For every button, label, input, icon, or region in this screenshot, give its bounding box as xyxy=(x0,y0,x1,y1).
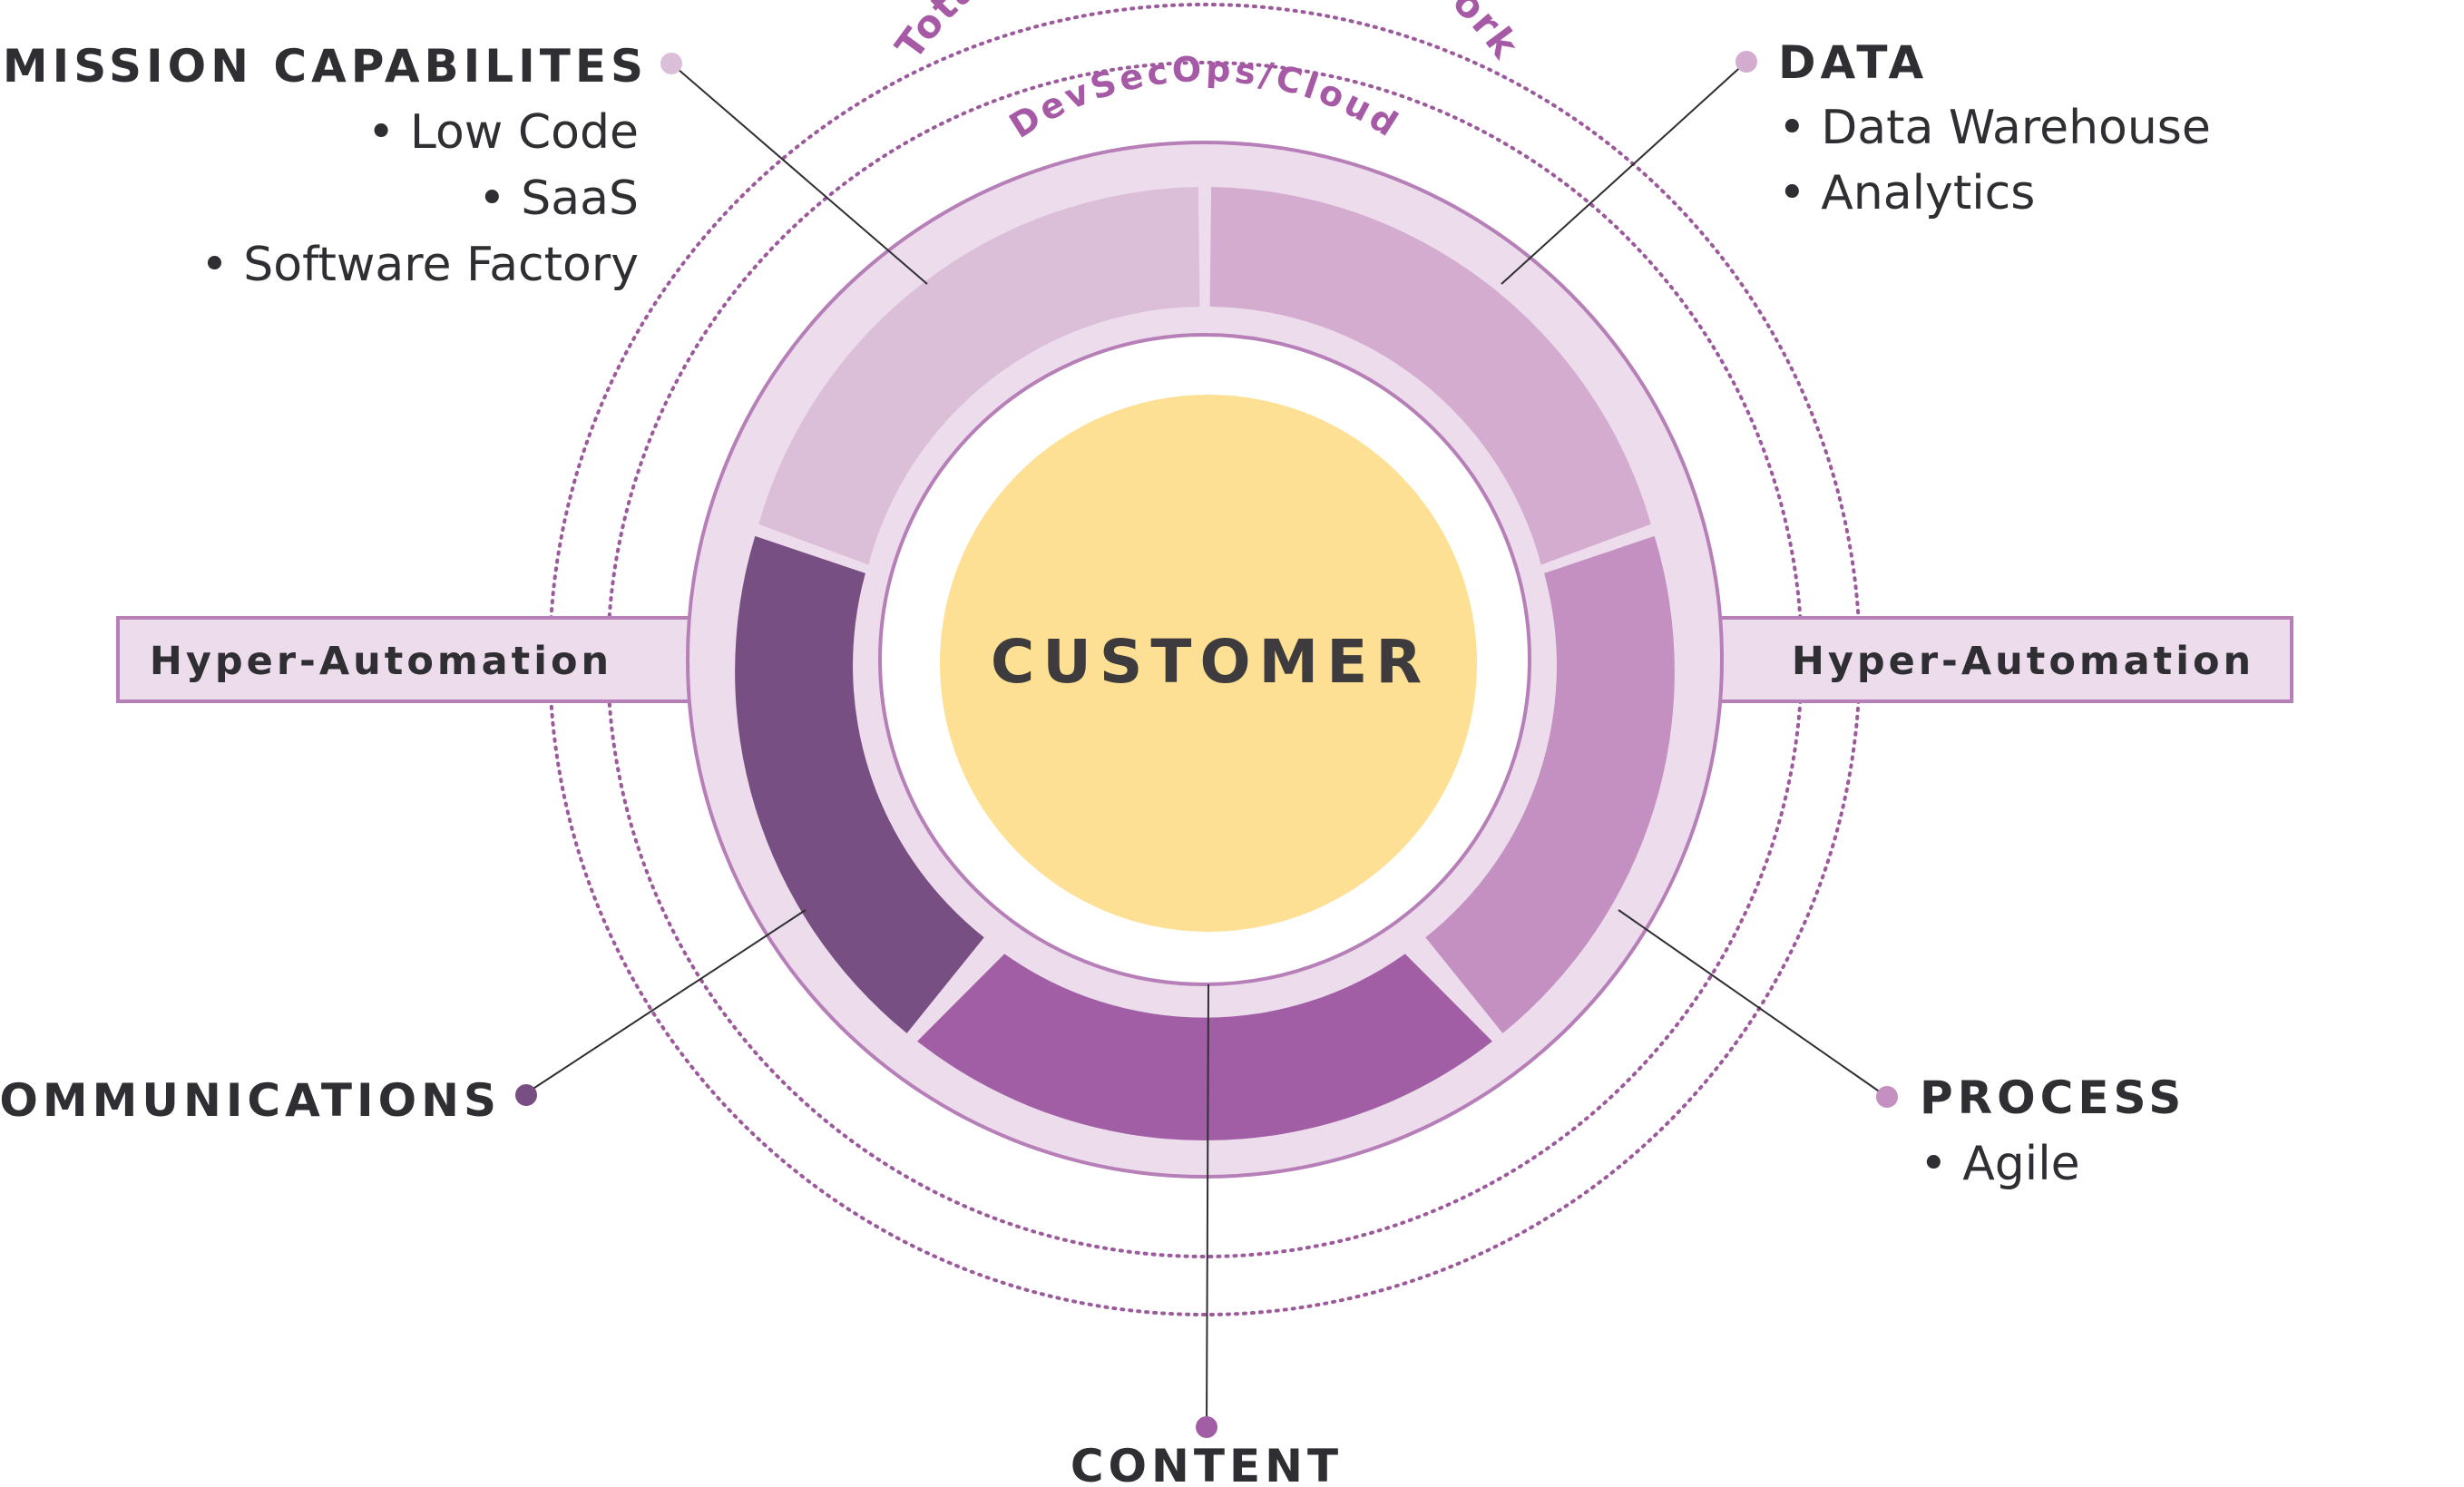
data-leader xyxy=(1501,61,1747,285)
data-bullet: • Data Warehouse xyxy=(1778,101,2211,155)
mission-bullet: • SaaS xyxy=(478,171,639,226)
mission-dot xyxy=(660,53,682,74)
content-heading: CONTENT xyxy=(1071,1440,1343,1487)
communications-leader xyxy=(525,909,807,1094)
capability-segments xyxy=(735,187,1675,1141)
customer-label: CUSTOMER xyxy=(991,627,1430,697)
communications-heading: COMMUNICATIONS xyxy=(0,1074,501,1127)
devsecops-label: DevSecOps/Cloud xyxy=(1002,49,1408,146)
data-heading: DATA xyxy=(1778,36,1928,89)
hyper-automation-left-label: Hyper-Automation xyxy=(150,639,612,684)
communications-dot xyxy=(515,1084,537,1106)
process-heading: PROCESS xyxy=(1920,1071,2185,1124)
segment-process xyxy=(1425,535,1675,1033)
process-leader xyxy=(1618,909,1888,1098)
hyper-automation-bar-right xyxy=(1709,616,2293,703)
mission-bullet: • Software Factory xyxy=(200,238,639,292)
data-bullet: • Analytics xyxy=(1778,166,2035,220)
segment-communications xyxy=(735,535,984,1033)
customer-core xyxy=(940,395,1477,932)
content-leader xyxy=(1206,983,1209,1428)
mission-bullet: • Low Code xyxy=(367,105,639,160)
data-dot xyxy=(1736,51,1757,73)
segment-content xyxy=(917,954,1492,1141)
process-dot xyxy=(1876,1086,1898,1108)
mission-heading: MISSION CAPABILITES xyxy=(3,40,648,93)
mission-leader xyxy=(670,63,928,285)
content-dot xyxy=(1196,1416,1217,1438)
segment-data xyxy=(1209,187,1651,565)
process-bullet: • Agile xyxy=(1920,1137,2080,1191)
leader-lines xyxy=(525,61,1888,1428)
segment-mission xyxy=(758,187,1200,565)
hyper-automation-right-label: Hyper-Automation xyxy=(1792,639,2254,684)
